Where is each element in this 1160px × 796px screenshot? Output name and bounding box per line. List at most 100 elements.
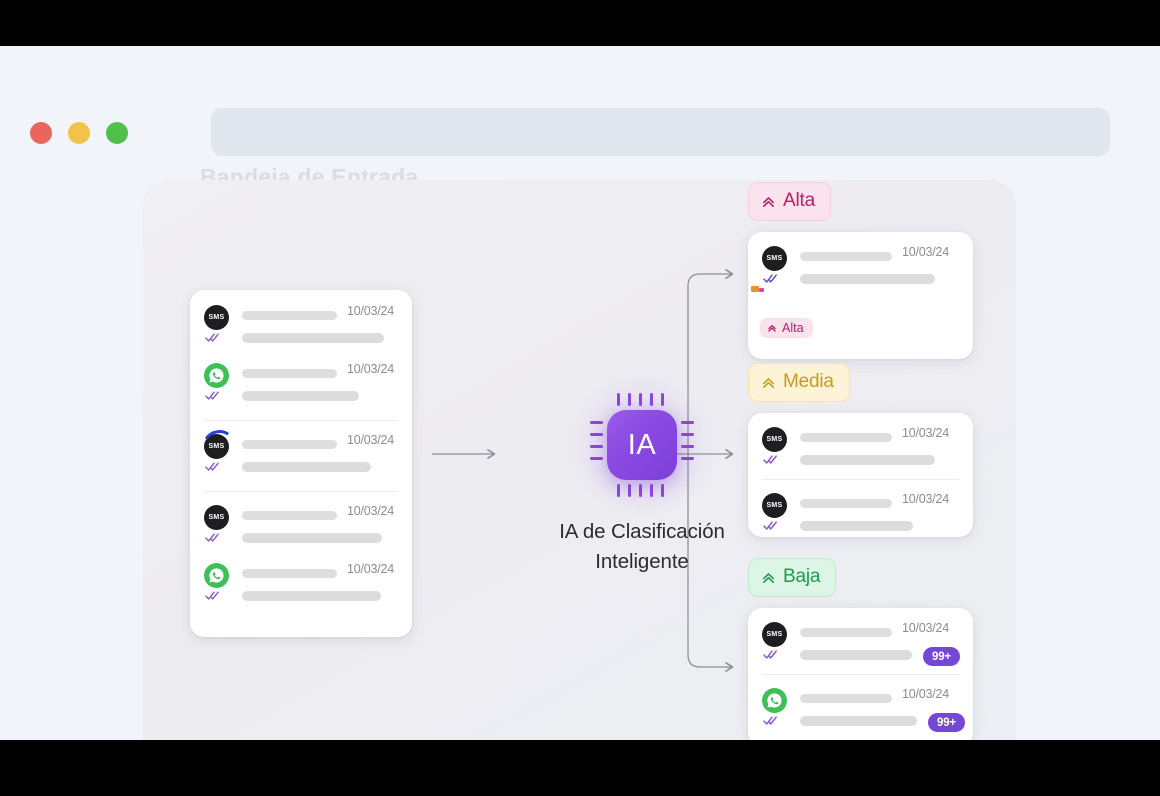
- priority-group-alta: Alta SMS 10/03/24: [748, 182, 973, 359]
- priority-group-baja: Baja SMS 10/03/24 99+: [748, 558, 973, 740]
- read-receipt-icon: [763, 715, 778, 726]
- window-traffic-lights: [30, 122, 128, 144]
- inbox-row[interactable]: 10/03/24: [202, 362, 400, 410]
- whatsapp-avatar-icon: [204, 363, 229, 388]
- preview-placeholder: [800, 716, 917, 726]
- ai-caption-line-2: Inteligente: [595, 550, 689, 574]
- preview-placeholder: [800, 521, 913, 531]
- sender-placeholder: [800, 252, 892, 261]
- priority-card-baja[interactable]: SMS 10/03/24 99+: [748, 608, 973, 740]
- priority-group-media: Media SMS 10/03/24 SMS: [748, 363, 973, 537]
- read-receipt-icon: [205, 590, 220, 601]
- message-date: 10/03/24: [347, 562, 395, 576]
- sender-placeholder: [242, 511, 337, 520]
- read-receipt-icon: [763, 649, 778, 660]
- priority-badge-label: Alta: [783, 190, 815, 211]
- ai-chip-icon: IA: [567, 370, 717, 520]
- sender-placeholder: [242, 369, 337, 378]
- preview-placeholder: [242, 462, 371, 472]
- read-receipt-icon: [763, 273, 778, 284]
- chevron-double-up-icon: [768, 325, 776, 332]
- inbox-row[interactable]: 10/03/24: [202, 562, 400, 610]
- sms-avatar-icon: SMS: [762, 246, 787, 271]
- browser-window: Bandeja de Entrada: [0, 46, 1160, 740]
- read-receipt-icon: [763, 520, 778, 531]
- message-row[interactable]: SMS 10/03/24: [760, 426, 961, 470]
- preview-placeholder: [800, 274, 935, 284]
- card-priority-tag-alta[interactable]: Alta: [760, 318, 813, 338]
- chevron-double-up-icon: [763, 572, 774, 583]
- sms-avatar-icon: SMS: [762, 493, 787, 518]
- message-date: 10/03/24: [902, 426, 950, 440]
- read-receipt-icon: [205, 332, 220, 343]
- sender-placeholder: [800, 433, 892, 442]
- inbox-row[interactable]: SMS 10/03/24: [202, 304, 400, 352]
- preview-placeholder: [800, 455, 935, 465]
- sender-placeholder: [242, 440, 337, 449]
- message-date: 10/03/24: [902, 492, 950, 506]
- sender-placeholder: [800, 499, 892, 508]
- priority-badge-label: Media: [783, 371, 834, 392]
- chip-label: IA: [627, 428, 657, 461]
- address-bar-input[interactable]: [211, 108, 1110, 156]
- message-row[interactable]: SMS 10/03/24: [760, 245, 961, 289]
- message-date: 10/03/24: [347, 504, 395, 518]
- card-priority-tag-label: Alta: [782, 321, 804, 335]
- ai-caption-line-1: IA de Clasificación: [559, 520, 725, 543]
- message-date: 10/03/24: [347, 304, 395, 318]
- chevron-double-up-icon: [763, 196, 774, 207]
- whatsapp-avatar-icon: [762, 688, 787, 713]
- preview-placeholder: [800, 650, 912, 660]
- whatsapp-avatar-icon: [204, 563, 229, 588]
- ai-caption: IA de Clasificación Inteligente: [542, 517, 742, 578]
- message-row[interactable]: 10/03/24 99+: [760, 687, 965, 732]
- priority-card-alta[interactable]: SMS 10/03/24: [748, 232, 973, 359]
- sms-avatar-icon: SMS: [762, 622, 787, 647]
- sender-placeholder: [242, 311, 337, 320]
- sender-placeholder: [800, 694, 892, 703]
- priority-badge-alta[interactable]: Alta: [748, 182, 831, 221]
- unread-count-badge: 99+: [923, 647, 960, 666]
- chevron-double-up-icon: [763, 377, 774, 388]
- priority-badge-baja[interactable]: Baja: [748, 558, 837, 597]
- priority-card-media[interactable]: SMS 10/03/24 SMS: [748, 413, 973, 537]
- ai-classifier-node: IA IA de Clasificación Inteligente: [542, 370, 742, 578]
- list-divider: [762, 479, 959, 480]
- message-row[interactable]: SMS 10/03/24: [760, 492, 961, 536]
- message-date: 10/03/24: [902, 245, 950, 259]
- chip-body: IA: [607, 410, 677, 480]
- sender-placeholder: [242, 569, 337, 578]
- inbox-row[interactable]: SMS 10/03/24: [202, 504, 400, 552]
- inbox-row[interactable]: SMS 10/03/24: [202, 433, 400, 481]
- read-receipt-icon: [763, 454, 778, 465]
- preview-placeholder: [242, 391, 359, 401]
- priority-badge-media[interactable]: Media: [748, 363, 850, 402]
- sms-avatar-icon: SMS: [204, 305, 229, 330]
- close-window-button[interactable]: [30, 122, 52, 144]
- sender-placeholder: [800, 628, 892, 637]
- message-date: 10/03/24: [347, 362, 395, 376]
- read-receipt-icon: [205, 461, 220, 472]
- unread-count-badge: 99+: [928, 713, 965, 732]
- sms-avatar-icon: SMS: [204, 434, 229, 459]
- sms-avatar-icon: SMS: [204, 505, 229, 530]
- list-divider: [204, 420, 398, 421]
- preview-placeholder: [242, 533, 382, 543]
- read-receipt-icon: [205, 532, 220, 543]
- minimize-window-button[interactable]: [68, 122, 90, 144]
- inbox-card[interactable]: SMS 10/03/24 1: [190, 290, 412, 637]
- message-date: 10/03/24: [902, 621, 950, 635]
- read-receipt-icon: [205, 390, 220, 401]
- message-date: 10/03/24: [347, 433, 395, 447]
- priority-badge-label: Baja: [783, 566, 821, 587]
- preview-placeholder: [242, 591, 381, 601]
- list-divider: [762, 674, 959, 675]
- maximize-window-button[interactable]: [106, 122, 128, 144]
- panel-ghost-title: Bandeja de Entrada: [200, 164, 419, 180]
- message-row[interactable]: SMS 10/03/24 99+: [760, 621, 961, 666]
- app-panel: Bandeja de Entrada: [143, 164, 1016, 740]
- attachment-icon: [751, 286, 764, 292]
- list-divider: [204, 491, 398, 492]
- message-date: 10/03/24: [902, 687, 950, 701]
